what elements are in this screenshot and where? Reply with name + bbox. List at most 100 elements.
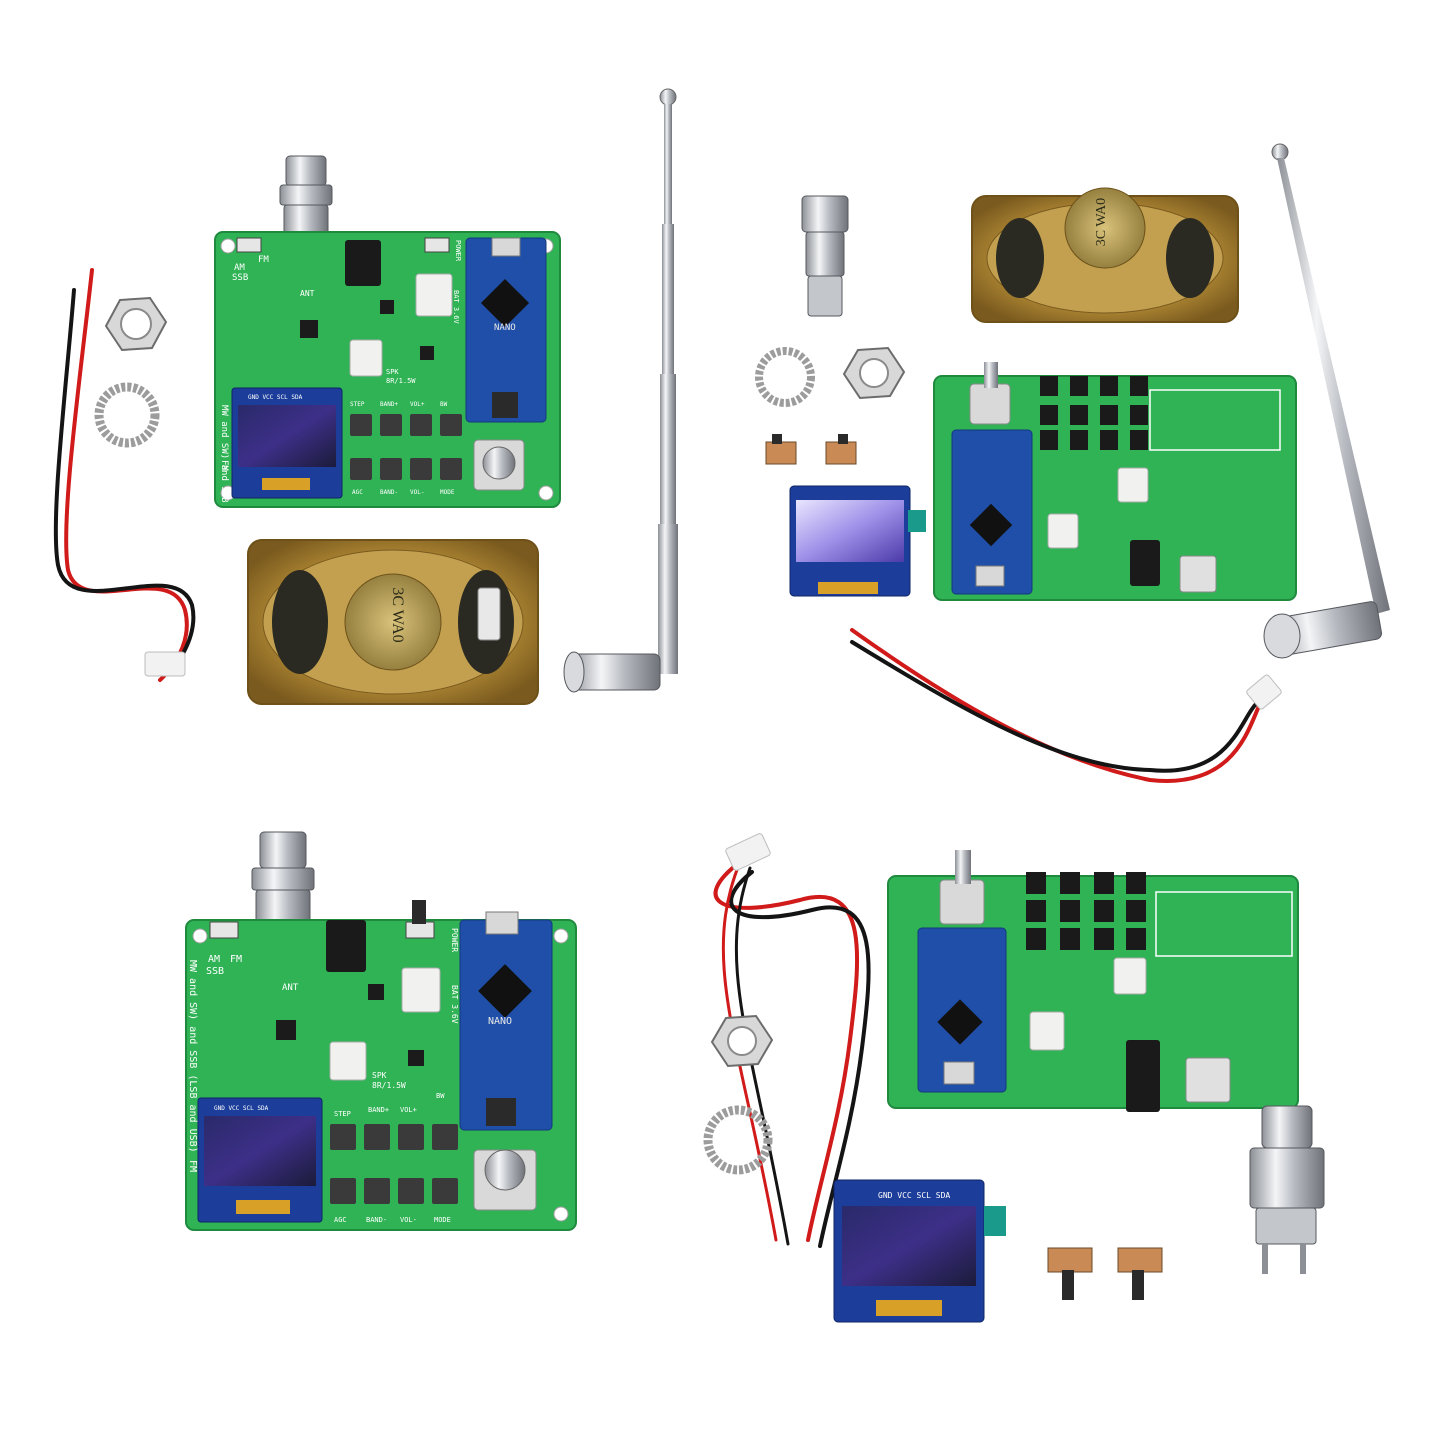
ic-chip: [300, 320, 318, 338]
bnc-connector-icon: [1249, 1105, 1325, 1274]
speaker-connector: [1117, 467, 1149, 503]
usb-port: [491, 237, 521, 257]
button-grid: [1040, 376, 1148, 450]
btn-label-vol-plus: VOL+: [400, 1106, 417, 1114]
btn-label-agc: AGC: [352, 489, 363, 496]
usb-port: [975, 565, 1005, 587]
icsp-header: [486, 1098, 516, 1126]
kit-top-left: AM SSB FM ANT MW and SW) and SSB (LSB an…: [53, 88, 678, 705]
btn-label-vol-plus: VOL+: [410, 401, 425, 408]
flex-cable: [876, 1300, 942, 1316]
slide-switch-icon: [1117, 1247, 1163, 1300]
rotary-encoder-icon: [969, 362, 1011, 425]
speaker-terminal: [477, 587, 501, 641]
nut-icon: [710, 1014, 774, 1068]
battery-connector: [1029, 1011, 1065, 1051]
push-button: [330, 1178, 356, 1204]
ic-chip: [380, 300, 394, 314]
nano-label: NANO: [494, 323, 516, 333]
board-title-vertical: MW and SW) and SSB (LSB and USB): [187, 960, 198, 1153]
push-button: [350, 458, 372, 480]
btn-label-band-plus: BAND+: [380, 401, 398, 408]
mode-label-ssb: SSB: [206, 966, 224, 977]
button-grid: STEP BAND+ VOL+ BW AGC BAND- VOL- MODE: [350, 401, 462, 496]
telescopic-antenna: [563, 88, 678, 693]
ic-chip: [420, 346, 434, 360]
rotary-encoder-icon: [939, 850, 985, 925]
radio-pcb-board: AM SSB FM ANT MW and SW) and SSB (LSB an…: [214, 231, 561, 578]
bnc-connector-icon: [1263, 601, 1383, 659]
mode-label-am: AM: [234, 263, 245, 273]
audio-jack: [326, 920, 366, 972]
spk-label: SPK: [372, 1071, 387, 1080]
btn-label-bw: BW: [440, 401, 448, 408]
jst-connector: [144, 651, 186, 677]
flex-tab: [984, 1206, 1006, 1236]
wire-harness: [850, 628, 1282, 783]
push-button: [380, 458, 402, 480]
oled-module: [789, 485, 926, 597]
btn-label-band-plus: BAND+: [368, 1106, 389, 1114]
btn-label-bw: BW: [436, 1092, 445, 1100]
radio-pcb-board: [933, 362, 1297, 601]
oled-footprint: [1155, 891, 1293, 957]
btn-label-vol-minus: VOL-: [400, 1216, 417, 1224]
btn-label-mode: MODE: [434, 1216, 451, 1224]
oled-display: GND VCC SCL SDA: [231, 387, 343, 499]
slide-switch-icon: [209, 921, 239, 939]
bnc-footprint: [1179, 555, 1217, 593]
oled-display: GND VCC SCL SDA: [197, 1097, 323, 1223]
flex-cable: [236, 1200, 290, 1214]
speaker-label: 3C WA0: [389, 587, 406, 642]
speaker: 3C WA0: [971, 187, 1239, 323]
speaker: 3C WA0: [247, 539, 539, 705]
battery-connector: [401, 967, 441, 1013]
push-button: [398, 1178, 424, 1204]
spk-spec: 8R/1.5W: [386, 377, 416, 385]
lock-washer-icon: [755, 347, 815, 407]
telescopic-antenna: [1263, 143, 1390, 659]
nano-label: NANO: [488, 1016, 512, 1027]
ant-label: ANT: [282, 983, 299, 993]
flex-cable: [262, 478, 310, 490]
mode-label-ssb: SSB: [232, 273, 248, 283]
arduino-nano: [917, 927, 1007, 1093]
jst-connector: [725, 833, 771, 871]
ic-chip: [276, 1020, 296, 1040]
rotary-encoder-icon: [473, 439, 525, 491]
bnc-footprint: [1185, 1057, 1231, 1103]
speaker-connector: [329, 1041, 367, 1081]
arduino-nano: NANO: [465, 237, 547, 423]
battery-connector: [1047, 513, 1079, 549]
mode-label-fm: FM: [230, 954, 242, 965]
usb-port: [943, 1061, 975, 1085]
ic-chip: [408, 1050, 424, 1066]
audio-jack: [1130, 540, 1160, 586]
kit-top-right: 3C WA0: [755, 143, 1390, 783]
slide-switch-icon: [765, 434, 797, 465]
push-button: [364, 1178, 390, 1204]
push-button: [432, 1124, 458, 1150]
audio-jack: [345, 240, 381, 286]
btn-label-agc: AGC: [334, 1216, 347, 1224]
flex-cable: [818, 582, 878, 594]
switch-lever: [412, 900, 426, 924]
bnc-connector-icon: [801, 195, 849, 317]
nut-icon: [104, 296, 168, 352]
battery-connector: [415, 273, 453, 317]
button-grid: [1026, 872, 1146, 950]
ant-label: ANT: [300, 289, 315, 298]
slide-switch-icon: [405, 921, 435, 939]
power-label: POWER: [454, 240, 462, 262]
speaker-connector: [349, 339, 383, 377]
kit-bottom-right: GND VCC SCL SDA: [703, 833, 1325, 1323]
oled-module-pins: GND VCC SCL SDA: [878, 1191, 950, 1200]
flex-tab: [908, 510, 926, 532]
oled-footprint: [1149, 389, 1281, 451]
oled-module: GND VCC SCL SDA: [833, 1179, 1006, 1323]
jst-connector: [1246, 674, 1282, 710]
speaker-connector: [1113, 957, 1147, 995]
mode-label-am: AM: [208, 954, 220, 965]
push-button: [380, 414, 402, 436]
power-label: POWER: [450, 928, 459, 952]
